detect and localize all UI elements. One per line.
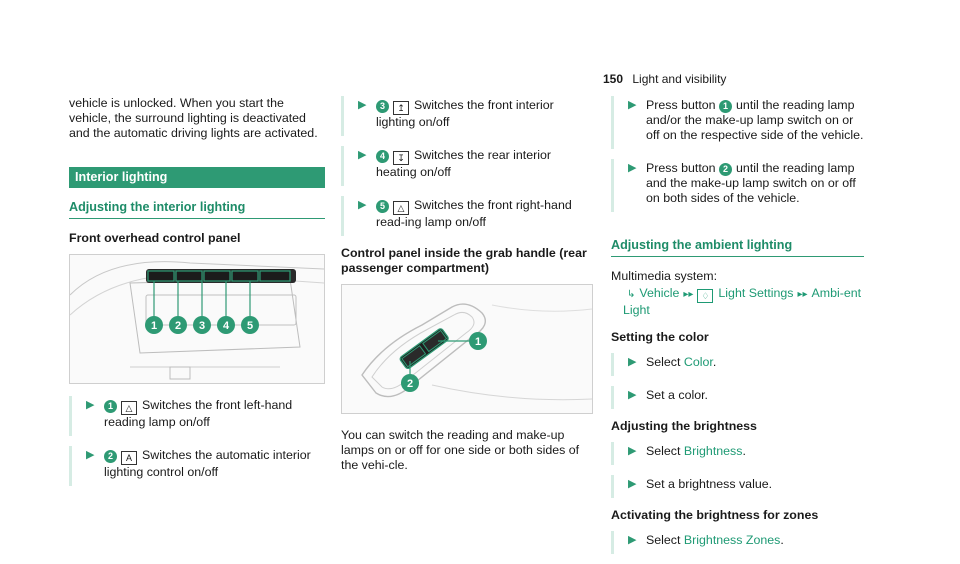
step-prefix: Press button <box>646 98 716 112</box>
badge-2: 2 <box>104 450 117 463</box>
brightness-heading: Adjusting the brightness <box>611 419 757 433</box>
path-light-settings: Light Settings <box>718 286 794 300</box>
system-label: Multimedia system: <box>611 269 718 283</box>
arrow-right-icon: ▶ <box>628 478 637 490</box>
arrow-right-icon: ▶ <box>628 99 637 111</box>
arrow-right-icon: ▶ <box>628 389 637 401</box>
zones-heading: Activating the brightness for zones <box>611 508 819 522</box>
sub-title: Adjusting the interior lighting <box>69 200 325 219</box>
step-switch-4: ▶ 4 ↧Switches the rear interior heating o… <box>341 146 593 186</box>
callout-2-label: 2 <box>407 378 413 390</box>
badge-2: 2 <box>719 163 733 176</box>
set-color-step: ▶ Set a color. <box>611 386 864 409</box>
callout-4-label: 4 <box>223 320 230 332</box>
brightness-zones-link: Brightness Zones <box>683 533 781 547</box>
callout-1-label: 1 <box>475 336 481 348</box>
auto-lighting-icon: A <box>121 451 137 465</box>
double-triangle-icon: ▸▸ <box>797 289 808 300</box>
set-brightness-step: ▶ Set a brightness value. <box>611 475 864 498</box>
grab-handle-text: You can switch the reading and make-up l… <box>341 428 580 472</box>
column-2: ▶ 3 ↥Switches the front interior lighting… <box>341 96 593 485</box>
callout-1-label: 1 <box>151 320 157 332</box>
step-text: Switches the rear interior heating on/of… <box>376 148 552 179</box>
page-header: 150 Light and visibility <box>603 72 726 87</box>
callout-2-label: 2 <box>175 320 181 332</box>
callout-3-label: 3 <box>199 320 205 332</box>
select-brightness-step: ▶ Select Brightness. <box>611 442 864 465</box>
badge-5: 5 <box>376 200 389 213</box>
section-title: Interior lighting <box>69 167 325 188</box>
callout-2: 2 <box>401 374 419 392</box>
column-1: vehicle is unlocked. When you start the … <box>69 96 325 496</box>
step-prefix: Select <box>646 444 681 458</box>
arrow-right-icon: ▶ <box>86 399 95 411</box>
step-text: until the reading lamp and/or the make-u… <box>646 98 864 142</box>
arrow-right-icon: ▶ <box>86 449 95 461</box>
panel-heading: Front overhead control panel <box>69 231 241 245</box>
color-link: Color <box>683 355 713 369</box>
badge-1: 1 <box>719 100 733 113</box>
arrow-right-icon: ▶ <box>628 162 637 174</box>
punctuation: . <box>742 444 746 458</box>
seat-light-icon: ♢ <box>697 289 714 303</box>
path-vehicle: Vehicle <box>639 286 680 300</box>
step-switch-1: ▶ 1 △Switches the front left-hand reading… <box>69 396 325 436</box>
reading-lamp-icon: △ <box>121 401 137 415</box>
overhead-panel-figure: 1 2 3 4 5 <box>69 254 325 384</box>
step-prefix: Press button <box>646 161 716 175</box>
return-arrow-icon: ↳ <box>627 289 636 300</box>
select-zones-step: ▶ Select Brightness Zones. <box>611 531 864 554</box>
rear-interior-icon: ↧ <box>393 151 409 165</box>
reading-lamp-icon: △ <box>393 201 409 215</box>
badge-3: 3 <box>376 100 389 113</box>
step-switch-5: ▶ 5 △Switches the front right-hand read-i… <box>341 196 593 236</box>
ambient-sub-title: Adjusting the ambient lighting <box>611 238 864 257</box>
path-ambient: Ambi-ent Light <box>623 286 862 317</box>
badge-4: 4 <box>376 150 389 163</box>
double-triangle-icon: ▸▸ <box>683 289 694 300</box>
arrow-right-icon: ▶ <box>628 534 637 546</box>
overhead-panel-illustration: 1 2 3 4 5 <box>70 255 324 383</box>
callout-3: 3 <box>193 316 211 334</box>
callout-4: 4 <box>217 316 235 334</box>
step-text: Switches the automatic interior lighting… <box>104 448 311 479</box>
callout-5-label: 5 <box>247 320 253 332</box>
grab-handle-illustration: 1 2 <box>342 285 592 413</box>
color-heading: Setting the color <box>611 330 709 344</box>
arrow-right-icon: ▶ <box>628 445 637 457</box>
step-text: Switches the front right-hand read-ing l… <box>376 198 572 229</box>
step-switch-3: ▶ 3 ↥Switches the front interior lighting… <box>341 96 593 136</box>
step-prefix: Select <box>646 533 681 547</box>
step-text: Switches the front left-hand reading lam… <box>104 398 293 429</box>
step-text: until the reading lamp and the make-up l… <box>646 161 856 205</box>
brightness-link: Brightness <box>683 444 743 458</box>
callout-2: 2 <box>169 316 187 334</box>
step-text: Set a brightness value. <box>646 477 773 491</box>
punctuation: . <box>780 533 784 547</box>
step-prefix: Select <box>646 355 681 369</box>
arrow-right-icon: ▶ <box>358 99 367 111</box>
step-text: Switches the front interior lighting on/… <box>376 98 554 129</box>
grab-handle-heading: Control panel inside the grab handle (re… <box>341 246 587 275</box>
arrow-right-icon: ▶ <box>358 199 367 211</box>
callout-1: 1 <box>469 332 487 350</box>
select-color-step: ▶ Select Color. <box>611 353 864 376</box>
front-interior-light-icon: ↥ <box>393 101 409 115</box>
badge-1: 1 <box>104 400 117 413</box>
grab-handle-figure: 1 2 <box>341 284 593 414</box>
intro-text: vehicle is unlocked. When you start the … <box>69 96 318 140</box>
chapter-title: Light and visibility <box>632 72 727 86</box>
arrow-right-icon: ▶ <box>358 149 367 161</box>
callout-5: 5 <box>241 316 259 334</box>
menu-path: ↳Vehicle▸▸♢Light Settings▸▸Ambi-ent Ligh… <box>623 286 864 318</box>
punctuation: . <box>712 355 717 369</box>
step-text: Set a color. <box>646 388 708 402</box>
page-number: 150 <box>603 72 624 86</box>
arrow-right-icon: ▶ <box>628 356 637 368</box>
callout-1: 1 <box>145 316 163 334</box>
